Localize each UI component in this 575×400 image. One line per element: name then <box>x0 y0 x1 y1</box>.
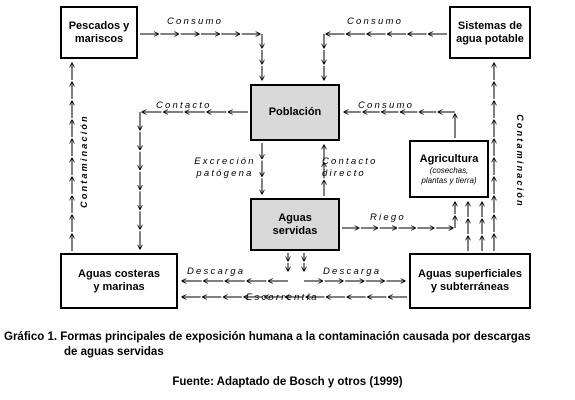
label-riego: Riego <box>370 212 406 223</box>
node-aguas-costeras-y-marinas: Aguas costeras y marinas <box>60 253 178 309</box>
node-aguas-servidas-line2: servidas <box>272 224 318 237</box>
flow-arrows <box>0 0 575 320</box>
label-consumo-agricultura: Consumo <box>358 100 415 111</box>
node-sistemas-line2: agua potable <box>456 32 524 45</box>
node-costeras-line1: Aguas costeras <box>78 268 160 280</box>
caption-line2: de aguas servidas <box>64 346 164 358</box>
node-agricultura: Agricultura (cosechas, plantas y tierra) <box>409 140 489 198</box>
node-aguas-servidas-line1: Aguas <box>278 211 312 224</box>
node-sistemas-line1: Sistemas de <box>457 19 523 32</box>
label-contacto-directo-line1: Contacto <box>322 156 378 167</box>
node-pescados-y-mariscos: Pescados y mariscos <box>60 6 138 59</box>
node-superficiales-line2: y subterráneas <box>430 281 510 293</box>
node-agricultura-line2: (cosechas, <box>429 165 469 175</box>
node-agricultura-line3: plantas y tierra) <box>421 175 477 185</box>
node-costeras-line2: y marinas <box>93 281 145 293</box>
label-contaminacion-right: Contaminación <box>515 114 525 208</box>
label-escorrentia: Escorrentía <box>246 292 319 303</box>
node-aguas-superficiales-y-subterraneas: Aguas superficiales y subterráneas <box>409 253 531 309</box>
label-consumo-right: Consumo <box>347 16 404 27</box>
label-excrecion-patogena: Excreción patógena <box>186 156 264 180</box>
label-consumo-left: Consumo <box>167 16 224 27</box>
node-pescados-line1: Pescados y <box>68 19 130 32</box>
label-excrecion-line2: patógena <box>196 168 254 179</box>
node-agricultura-line1: Agricultura <box>419 152 479 165</box>
caption-line1: Gráfico 1. Formas principales de exposic… <box>4 331 531 343</box>
figure-caption: Gráfico 1. Formas principales de exposic… <box>4 330 572 360</box>
node-superficiales-line1: Aguas superficiales <box>418 268 522 280</box>
label-contacto-directo: Contacto directo <box>322 156 378 180</box>
label-contaminacion-left: Contaminación <box>79 114 89 208</box>
node-aguas-servidas: Aguas servidas <box>250 198 340 251</box>
label-excrecion-line1: Excreción <box>194 156 256 167</box>
node-poblacion-label: Población <box>268 106 322 118</box>
figure-source: Fuente: Adaptado de Bosch y otros (1999) <box>172 376 403 388</box>
node-poblacion: Población <box>250 84 340 141</box>
node-sistemas-de-agua-potable: Sistemas de agua potable <box>449 6 531 59</box>
label-descarga-right: Descarga <box>323 266 382 277</box>
node-pescados-line2: mariscos <box>74 32 124 45</box>
label-contacto-directo-line2: directo <box>322 168 366 179</box>
label-descarga-left: Descarga <box>187 266 246 277</box>
label-contacto: Contacto <box>156 100 212 111</box>
